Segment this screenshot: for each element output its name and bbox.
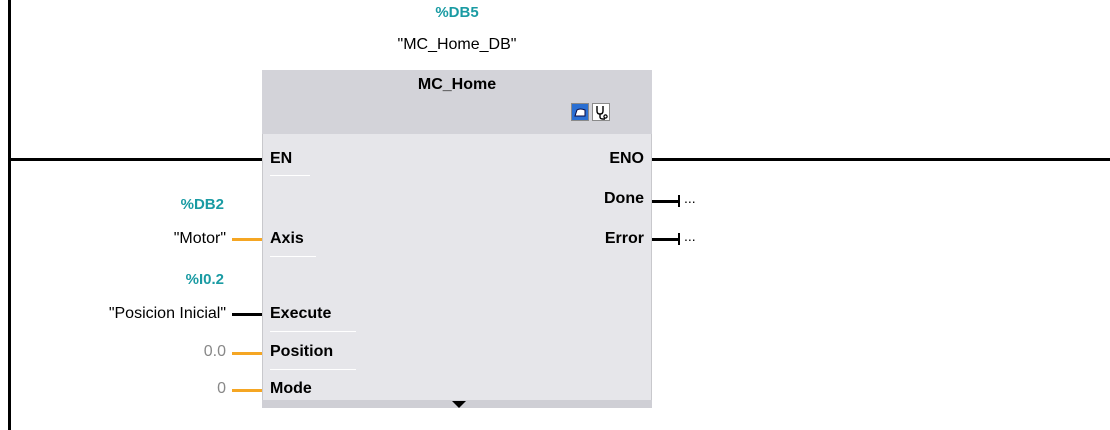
mode-wire (232, 389, 262, 392)
pin-en: EN (270, 150, 293, 167)
pin-execute: Execute (270, 305, 332, 322)
instance-db-name[interactable]: "MC_Home_DB" (397, 36, 517, 53)
block-header (262, 70, 652, 134)
axis-param[interactable]: "Motor" (173, 230, 226, 247)
left-power-rail (8, 0, 11, 430)
done-param[interactable]: ... (684, 190, 696, 206)
error-wire (652, 238, 678, 241)
iron-icon-graphic (572, 104, 588, 120)
en-wire (8, 158, 262, 161)
done-open-contact (678, 195, 680, 207)
pin-axis: Axis (270, 230, 304, 247)
execute-param[interactable]: "Posicion Inicial" (108, 305, 226, 322)
iron-icon[interactable] (571, 103, 589, 121)
block-title: MC_Home (417, 76, 497, 93)
pin-divider (270, 331, 356, 332)
execute-address[interactable]: %I0.2 (185, 271, 224, 288)
pin-done: Done (604, 190, 644, 207)
pin-divider (270, 369, 356, 370)
expand-arrow-graphic (452, 401, 466, 408)
pin-error: Error (604, 230, 644, 247)
pin-divider (270, 175, 310, 176)
position-param[interactable]: 0.0 (203, 343, 226, 360)
error-open-contact (678, 233, 680, 245)
stethoscope-icon[interactable] (592, 103, 610, 121)
pin-divider (270, 256, 316, 257)
pin-eno: ENO (609, 150, 644, 167)
position-wire (232, 352, 262, 355)
done-wire (652, 200, 678, 203)
execute-wire (232, 313, 262, 316)
axis-address[interactable]: %DB2 (180, 196, 224, 213)
axis-wire (232, 238, 262, 241)
instance-db-address[interactable]: %DB5 (435, 4, 479, 21)
eno-wire (652, 158, 1110, 161)
pin-mode: Mode (270, 380, 312, 397)
pin-position: Position (270, 343, 334, 360)
error-param[interactable]: ... (684, 228, 696, 244)
mode-param[interactable]: 0 (217, 380, 226, 397)
stethoscope-icon-graphic (596, 106, 608, 120)
expand-arrow-icon[interactable] (452, 396, 466, 414)
